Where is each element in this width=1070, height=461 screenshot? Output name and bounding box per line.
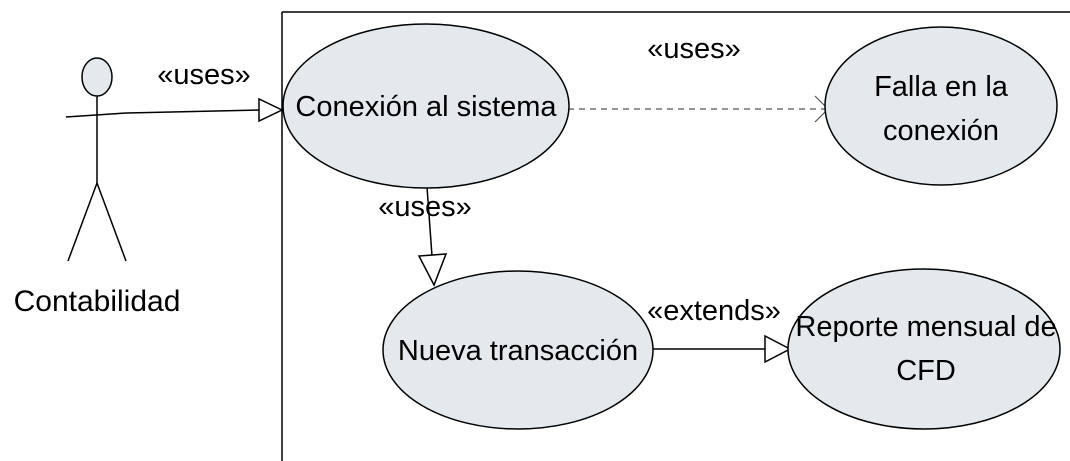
relationship-nueva-reporte <box>652 334 792 364</box>
stereotype-nueva-reporte: «extends» <box>647 295 781 327</box>
actor-stick-figure-icon <box>65 57 127 262</box>
stereotype-conexion-falla: «uses» <box>647 33 741 65</box>
use-case-reporte[interactable]: Reporte mensual de CFD <box>787 268 1061 430</box>
relationship-conexion-falla <box>568 95 829 123</box>
hollow-triangle-arrowhead-icon <box>764 334 792 364</box>
hollow-triangle-arrowhead-icon <box>258 97 284 123</box>
use-case-conexion[interactable]: Conexión al sistema <box>282 23 570 189</box>
use-case-falla-label-line-1: Falla en la <box>874 71 1009 103</box>
use-case-falla[interactable]: Falla en la conexión <box>824 26 1058 186</box>
relationship-actor-conexion <box>125 97 284 123</box>
hollow-triangle-arrowhead-icon <box>417 253 448 287</box>
actor-arms <box>65 112 127 118</box>
stereotype-actor-conexion: «uses» <box>157 59 251 91</box>
actor-right-leg <box>96 182 127 262</box>
relationship-conexion-nueva <box>417 186 448 287</box>
use-case-conexion-label: Conexión al sistema <box>295 91 557 123</box>
actor-left-leg <box>67 182 98 262</box>
use-case-nueva[interactable]: Nueva transacción <box>382 270 654 430</box>
system-boundary <box>281 11 1070 461</box>
use-case-nueva-label: Nueva transacción <box>398 335 638 367</box>
use-case-falla-label-line-2: conexión <box>883 115 999 147</box>
use-case-reporte-label-line-2: CFD <box>896 355 956 387</box>
stereotype-conexion-nueva: «uses» <box>378 191 472 223</box>
actor-head <box>81 57 113 97</box>
use-case-reporte-label-line-1: Reporte mensual de <box>795 311 1056 343</box>
actor-name-label: Contabilidad <box>14 285 181 318</box>
